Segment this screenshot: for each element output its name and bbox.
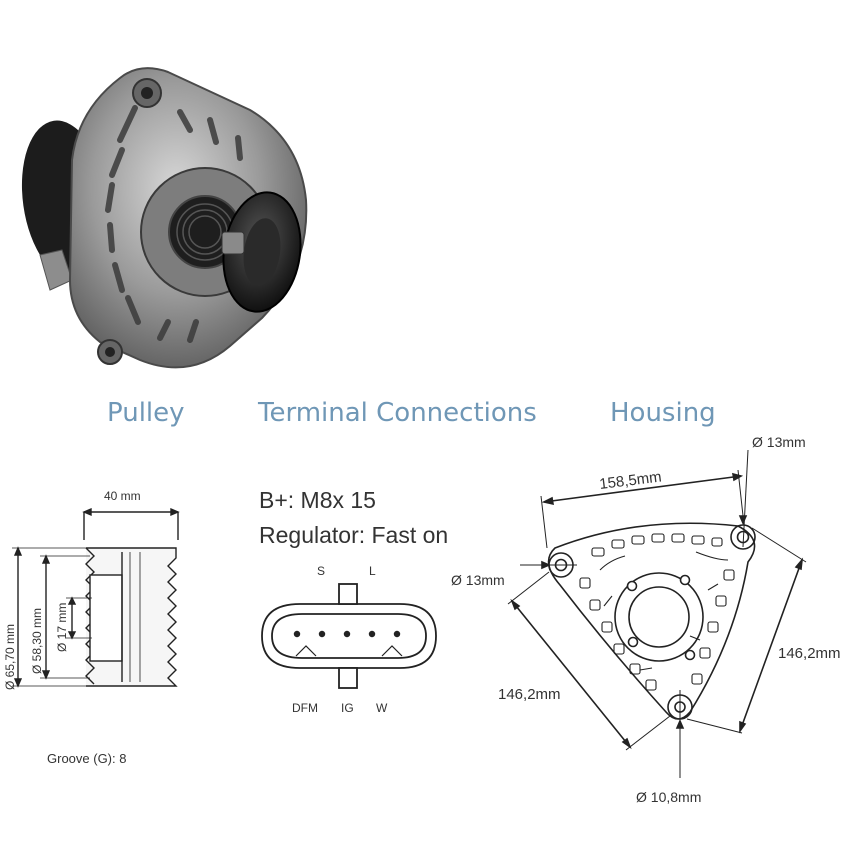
groove-count-label: Groove (G): 8 (47, 751, 126, 766)
pin-3 (343, 630, 351, 638)
pulley-drawing (12, 507, 180, 688)
hole-left-label: Ø 13mm (451, 572, 505, 588)
pin-1 (293, 630, 301, 638)
pulley-heading: Pulley (107, 398, 185, 428)
hole-top-right-label: Ø 13mm (752, 434, 806, 450)
b-plus-label: B+: M8x 15 (259, 487, 376, 513)
pin-label-l: L (369, 564, 376, 578)
housing-top-distance-label: 158,5mm (598, 468, 662, 492)
pulley-bore-diameter-label: Ø 17 mm (55, 603, 69, 652)
terminal-heading: Terminal Connections (257, 398, 537, 428)
pulley-width-label: 40 mm (104, 489, 141, 503)
pin-2 (318, 630, 326, 638)
housing-drawing (507, 449, 807, 778)
hole-bottom-label: Ø 10,8mm (636, 789, 701, 805)
connector-pins (293, 630, 401, 638)
pin-label-s: S (317, 564, 325, 578)
pin-4 (368, 630, 376, 638)
housing-right-distance-label: 146,2mm (778, 645, 841, 662)
pulley-outer-diameter-label: Ø 65,70 mm (3, 624, 17, 690)
housing-heading: Housing (610, 398, 716, 428)
regulator-label: Regulator: Fast on (259, 522, 448, 548)
pin-label-w: W (376, 701, 388, 715)
pin-label-dfm: DFM (292, 701, 318, 715)
pin-5 (393, 630, 401, 638)
pulley-mid-diameter-label: Ø 58,30 mm (30, 608, 44, 674)
pin-label-ig: IG (341, 701, 354, 715)
housing-left-distance-label: 146,2mm (498, 686, 561, 703)
alternator-photo (21, 67, 308, 369)
